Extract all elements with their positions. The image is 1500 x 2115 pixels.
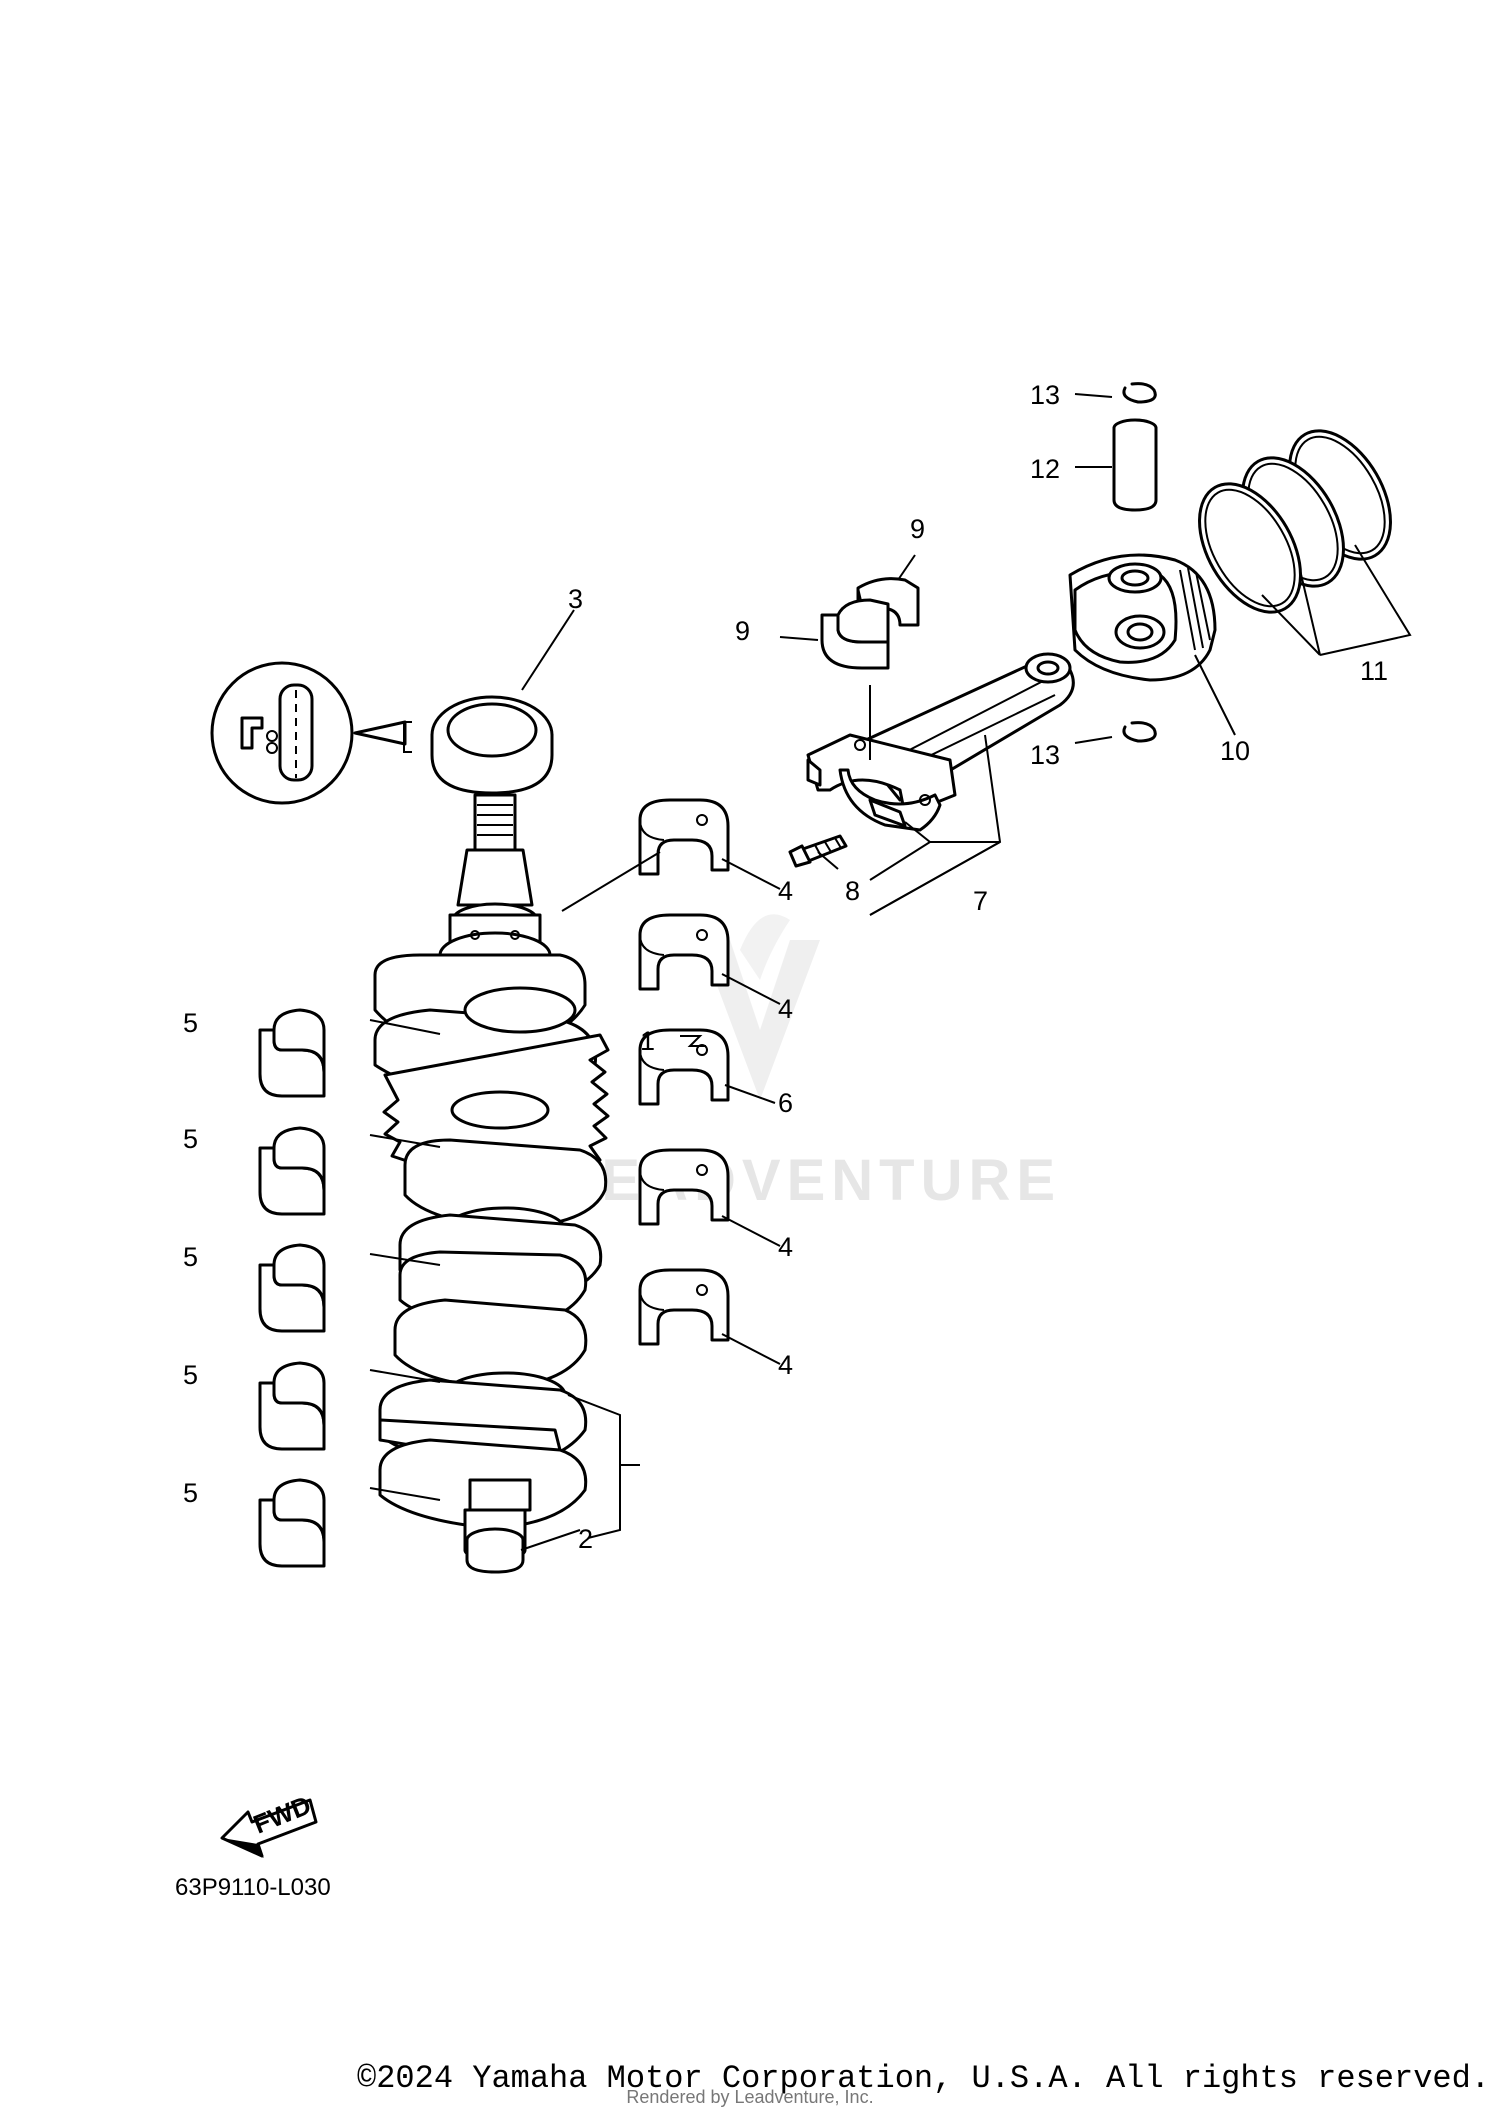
crank-bearing-4b xyxy=(638,913,730,991)
callout-5c: 5 xyxy=(183,1242,198,1272)
crankshaft-bushing xyxy=(465,1527,525,1574)
callout-11: 11 xyxy=(1360,656,1388,686)
main-bearing-5e xyxy=(258,1478,326,1568)
piston-pin xyxy=(1112,418,1158,512)
callout-5d: 5 xyxy=(183,1360,198,1390)
piston-rings xyxy=(1198,429,1392,614)
callout-4b: 4 xyxy=(778,994,793,1024)
callout-13a: 13 xyxy=(1030,380,1060,410)
rendered-by-text: Rendered by Leadventure, Inc. xyxy=(626,2087,874,2107)
callout-4a: 4 xyxy=(778,876,793,906)
callout-5a: 5 xyxy=(183,1008,198,1038)
callout-4d: 4 xyxy=(778,1350,793,1380)
callout-labels: 1 2 3 4 4 4 4 5 5 5 5 5 6 7 8 9 9 10 11 … xyxy=(183,380,1388,1554)
leader-lines xyxy=(369,393,1412,1551)
callout-2: 2 xyxy=(578,1524,593,1554)
oil-seal xyxy=(430,695,554,795)
crank-thrust-bearing-6 xyxy=(638,1028,730,1106)
callout-7: 7 xyxy=(973,886,988,916)
callout-3: 3 xyxy=(568,584,583,614)
watermark-text: LEADVENTURE xyxy=(560,1148,1061,1213)
main-bearing-5c xyxy=(258,1243,326,1333)
piston xyxy=(1068,553,1217,682)
copyright-notice: ©2024 Yamaha Motor Corporation, U.S.A. A… xyxy=(357,2060,1490,2097)
callout-9b: 9 xyxy=(735,616,750,646)
piston-pin-clip-lower xyxy=(1122,721,1157,743)
callout-1: 1 xyxy=(640,1026,655,1056)
watermark-logo xyxy=(700,914,820,1100)
callout-8: 8 xyxy=(845,876,860,906)
callout-6: 6 xyxy=(778,1088,793,1118)
callout-13b: 13 xyxy=(1030,740,1060,770)
callout-5e: 5 xyxy=(183,1478,198,1508)
connecting-rod xyxy=(806,652,1075,832)
piston-pin-clip-upper xyxy=(1122,382,1157,404)
crank-bearing-4d xyxy=(638,1268,730,1346)
main-bearing-5d xyxy=(258,1361,326,1451)
callout-4c: 4 xyxy=(778,1232,793,1262)
oil-seal-detail-inset xyxy=(210,661,412,805)
callout-9a: 9 xyxy=(910,514,925,544)
crankshaft xyxy=(373,793,610,1562)
callout-10: 10 xyxy=(1220,736,1250,766)
diagram-code: 63P9110-L030 xyxy=(175,1874,331,1901)
callout-12: 12 xyxy=(1030,454,1060,484)
callout-5b: 5 xyxy=(183,1124,198,1154)
connecting-rod-bolt xyxy=(788,834,848,868)
main-bearing-5a xyxy=(258,1008,326,1098)
rod-bearing-lower xyxy=(820,598,890,670)
forward-direction-arrow: FWD xyxy=(220,1790,318,1858)
main-bearing-5b xyxy=(258,1126,326,1216)
crank-bearing-4a xyxy=(638,798,730,876)
